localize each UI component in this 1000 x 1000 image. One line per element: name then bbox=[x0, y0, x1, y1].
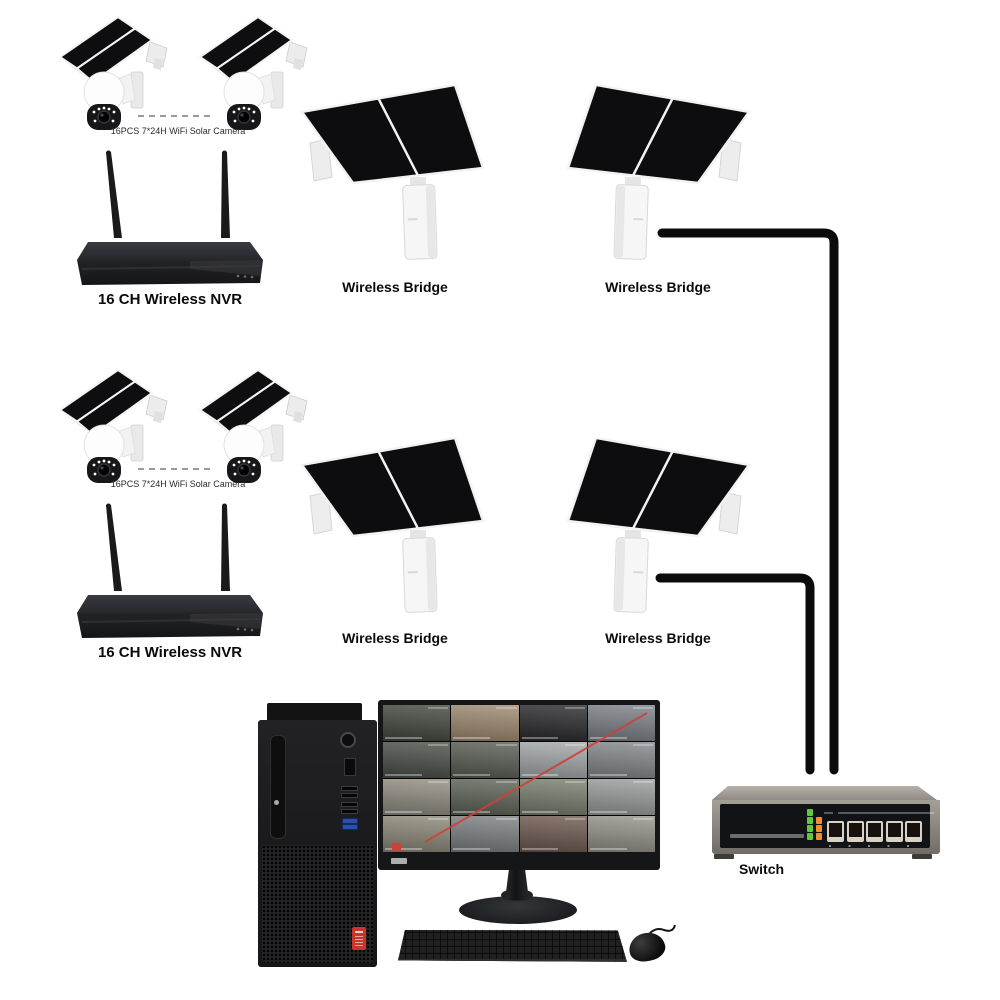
led-indicator bbox=[807, 825, 813, 832]
lenovo-badge bbox=[352, 927, 366, 950]
usb-port bbox=[341, 786, 358, 791]
drive-eject-button bbox=[274, 800, 279, 805]
tower-top-cap bbox=[267, 703, 362, 723]
camera-feed bbox=[451, 816, 519, 852]
uplink-mark bbox=[824, 812, 833, 814]
camera-feed bbox=[451, 742, 519, 778]
nvr-unit bbox=[70, 148, 270, 298]
camera-feed bbox=[451, 779, 519, 815]
usb-port bbox=[341, 802, 358, 807]
bridge-label: Wireless Bridge bbox=[342, 630, 448, 646]
camera-feed bbox=[383, 705, 451, 741]
feed-alert-logo bbox=[392, 843, 401, 851]
led-indicator bbox=[807, 809, 813, 816]
poe-switch bbox=[706, 786, 946, 864]
camera-feed bbox=[587, 705, 655, 741]
monitor-brand-logo bbox=[391, 858, 407, 864]
camera-feed bbox=[587, 816, 655, 852]
camera-feed bbox=[383, 742, 451, 778]
led-indicator bbox=[816, 833, 822, 840]
bridge-to-switch-cable bbox=[655, 573, 815, 775]
camera-feed bbox=[587, 742, 655, 778]
led-indicator bbox=[807, 817, 813, 824]
switch-foot bbox=[714, 854, 734, 859]
usb-port bbox=[341, 809, 358, 814]
bridge-label: Wireless Bridge bbox=[342, 279, 448, 295]
usb-port bbox=[341, 793, 358, 798]
optical-drive bbox=[270, 735, 286, 839]
camera-feed bbox=[519, 742, 587, 778]
solar-camera-label: 16PCS 7*24H WiFi Solar Camera bbox=[110, 126, 246, 136]
ethernet-port bbox=[905, 821, 922, 842]
usb3-port bbox=[342, 818, 358, 824]
port-group-mark bbox=[838, 812, 934, 814]
nvr-unit bbox=[70, 501, 270, 651]
camera-feed bbox=[383, 779, 451, 815]
wireless-bridge-unit bbox=[563, 85, 753, 265]
ethernet-port bbox=[847, 821, 864, 842]
monitor-stand-neck bbox=[505, 866, 529, 900]
bridge-to-switch-cable bbox=[657, 228, 839, 775]
nvr-label: 16 CH Wireless NVR bbox=[97, 644, 243, 661]
usb3-port bbox=[342, 824, 358, 830]
keyboard bbox=[398, 930, 627, 962]
port-numbers bbox=[829, 845, 924, 847]
led-indicator bbox=[816, 817, 822, 824]
ethernet-port bbox=[886, 821, 903, 842]
wireless-bridge-unit bbox=[298, 438, 488, 618]
switch-front-face bbox=[712, 800, 940, 854]
switch-panel bbox=[720, 804, 934, 848]
wireless-bridge-unit bbox=[298, 85, 488, 265]
camera-feed bbox=[519, 816, 587, 852]
camera-feed bbox=[519, 779, 587, 815]
ethernet-port bbox=[866, 821, 883, 842]
camera-feed bbox=[587, 779, 655, 815]
led-indicator bbox=[816, 825, 822, 832]
camera-feed-grid bbox=[383, 705, 655, 852]
power-button-icon bbox=[340, 732, 356, 748]
card-reader-slot bbox=[344, 758, 356, 776]
bridge-label: Wireless Bridge bbox=[605, 630, 711, 646]
nvr-label: 16 CH Wireless NVR bbox=[97, 291, 243, 308]
camera-feed bbox=[451, 705, 519, 741]
switch-top-face bbox=[711, 786, 938, 800]
camera-feed bbox=[519, 705, 587, 741]
solar-camera-label: 16PCS 7*24H WiFi Solar Camera bbox=[110, 479, 246, 489]
switch-foot bbox=[912, 854, 932, 859]
bridge-label: Wireless Bridge bbox=[605, 279, 711, 295]
led-indicator bbox=[807, 833, 813, 840]
wireless-bridge-unit bbox=[563, 438, 753, 618]
switch-print-text bbox=[730, 834, 804, 838]
switch-label: Switch bbox=[738, 861, 785, 877]
ethernet-port bbox=[827, 821, 844, 842]
